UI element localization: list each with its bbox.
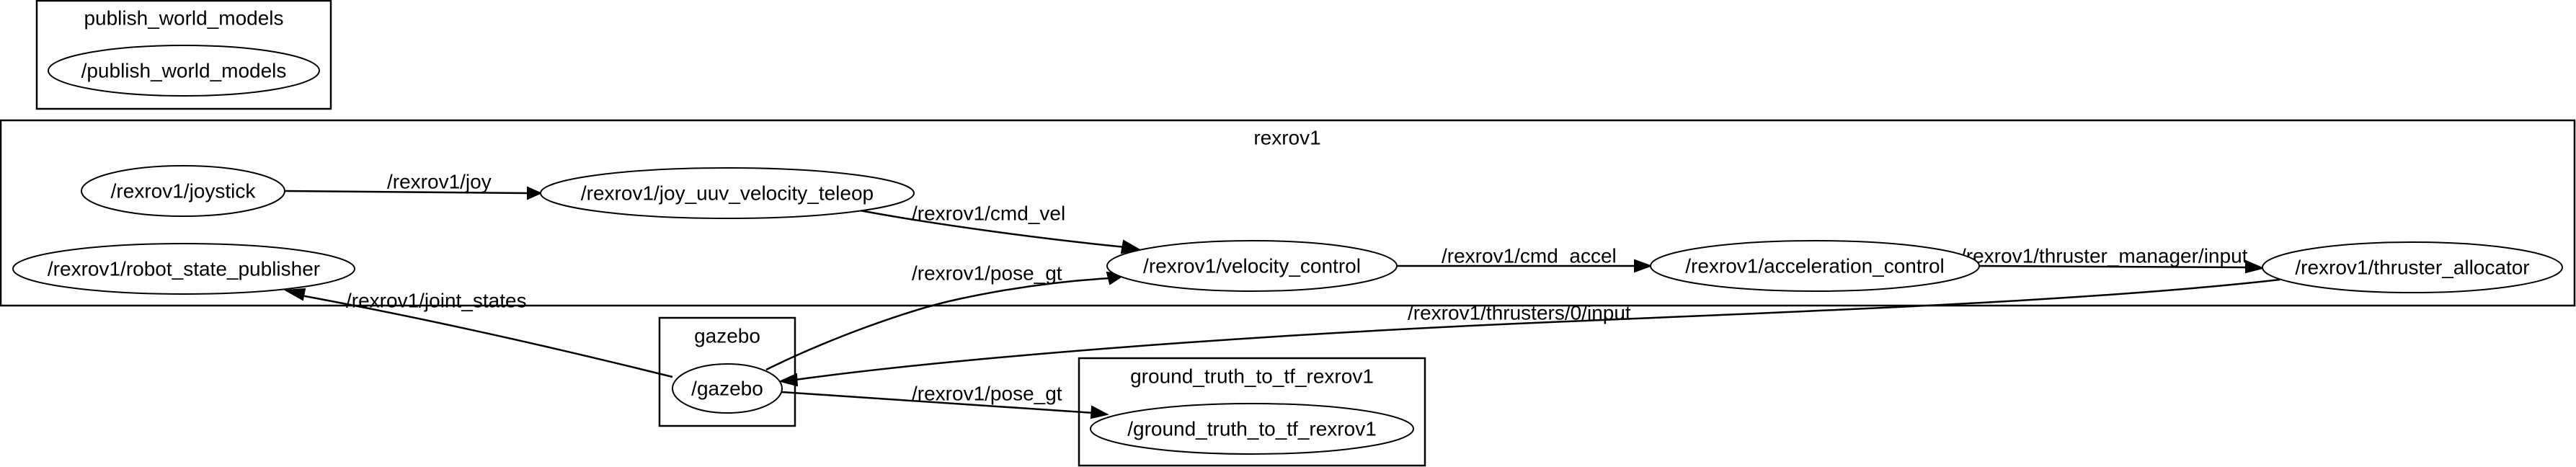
edge-cmd-accel[interactable]: /rexrov1/cmd_accel <box>1397 245 1653 273</box>
edge-joy[interactable]: /rexrov1/joy <box>284 171 543 200</box>
cluster-label: ground_truth_to_tf_rexrov1 <box>1130 365 1374 388</box>
node-label: /rexrov1/joystick <box>111 180 257 203</box>
edge-line[interactable] <box>765 277 1111 371</box>
arrowhead-icon <box>1120 239 1141 254</box>
arrowhead-icon <box>283 288 306 301</box>
cluster-label: publish_world_models <box>84 7 283 30</box>
cluster-label: gazebo <box>694 325 760 347</box>
node-label: /rexrov1/acceleration_control <box>1685 255 1945 277</box>
node-publish-world-models[interactable]: /publish_world_models <box>48 45 320 97</box>
edge-line[interactable] <box>284 190 528 195</box>
edge-label: /rexrov1/joint_states <box>346 290 527 312</box>
edge-line[interactable] <box>859 209 1127 249</box>
cluster-rexrov1: rexrov1 <box>0 119 2576 307</box>
node-acceleration-control[interactable]: /rexrov1/acceleration_control <box>1650 240 1980 292</box>
node-ellipse[interactable] <box>81 165 285 217</box>
edge-label: /rexrov1/thruster_manager/input <box>1960 245 2248 267</box>
node-robot-state-publisher[interactable]: /rexrov1/robot_state_publisher <box>12 243 355 295</box>
node-label: /rexrov1/robot_state_publisher <box>48 258 320 280</box>
cluster-publish-world-models: publish_world_models <box>35 0 332 110</box>
node-ellipse[interactable] <box>1106 240 1398 292</box>
cluster-gazebo: gazebo <box>658 316 796 427</box>
node-label: /rexrov1/velocity_control <box>1143 255 1361 277</box>
edge-line[interactable] <box>1978 264 2249 269</box>
edge-label: /rexrov1/cmd_accel <box>1442 245 1617 267</box>
node-gazebo[interactable]: /gazebo <box>672 363 783 414</box>
node-ellipse[interactable] <box>540 167 915 219</box>
edge-label: /rexrov1/pose_gt <box>912 383 1062 405</box>
node-label: /rexrov1/thruster_allocator <box>2295 257 2529 279</box>
edge-label: /rexrov1/joy <box>387 171 492 193</box>
node-ellipse[interactable] <box>672 363 783 414</box>
arrowhead-icon <box>527 186 543 200</box>
node-label: /gazebo <box>691 378 763 400</box>
node-ellipse[interactable] <box>48 45 320 97</box>
node-thruster-allocator[interactable]: /rexrov1/thruster_allocator <box>2262 241 2563 293</box>
cluster-box <box>0 119 2576 307</box>
node-joystick[interactable]: /rexrov1/joystick <box>81 165 285 217</box>
node-ellipse[interactable] <box>12 243 355 295</box>
edge-pose-gt-velocity[interactable]: /rexrov1/pose_gt <box>765 262 1127 371</box>
cluster-box <box>658 316 796 427</box>
edge-line[interactable] <box>781 391 1095 414</box>
edge-joint-states[interactable]: /rexrov1/joint_states <box>283 288 673 378</box>
node-ellipse[interactable] <box>2262 241 2563 293</box>
arrowhead-icon <box>2245 259 2265 274</box>
node-label: /rexrov1/joy_uuv_velocity_teleop <box>581 182 874 205</box>
arrowhead-icon <box>1090 405 1109 419</box>
edge-thruster-manager-input[interactable]: /rexrov1/thruster_manager/input <box>1960 245 2265 274</box>
arrowhead-icon <box>1634 259 1653 273</box>
edge-label: /rexrov1/pose_gt <box>912 262 1062 285</box>
node-label: /publish_world_models <box>81 60 287 82</box>
cluster-box <box>35 0 332 110</box>
node-label: /ground_truth_to_tf_rexrov1 <box>1127 418 1377 440</box>
node-joy-uuv-velocity-teleop[interactable]: /rexrov1/joy_uuv_velocity_teleop <box>540 167 915 219</box>
edge-line[interactable] <box>301 294 673 378</box>
node-ground-truth-to-tf-rexrov1[interactable]: /ground_truth_to_tf_rexrov1 <box>1090 403 1414 455</box>
edge-pose-gt-tf[interactable]: /rexrov1/pose_gt <box>781 383 1109 419</box>
node-velocity-control[interactable]: /rexrov1/velocity_control <box>1106 240 1398 292</box>
node-ellipse[interactable] <box>1090 403 1414 455</box>
edge-label: /rexrov1/thrusters/0/input <box>1408 302 1631 324</box>
arrowhead-icon <box>778 373 799 387</box>
edge-cmd-vel[interactable]: /rexrov1/cmd_vel <box>859 203 1141 254</box>
node-ellipse[interactable] <box>1650 240 1980 292</box>
cluster-label: rexrov1 <box>1253 127 1320 149</box>
edge-line[interactable] <box>794 278 2280 381</box>
edge-label: /rexrov1/cmd_vel <box>912 203 1065 225</box>
edge-thrusters-0-input[interactable]: /rexrov1/thrusters/0/input <box>778 278 2280 387</box>
edges-layer: /rexrov1/joy /rexrov1/cmd_vel /rexrov1/p… <box>283 171 2280 419</box>
